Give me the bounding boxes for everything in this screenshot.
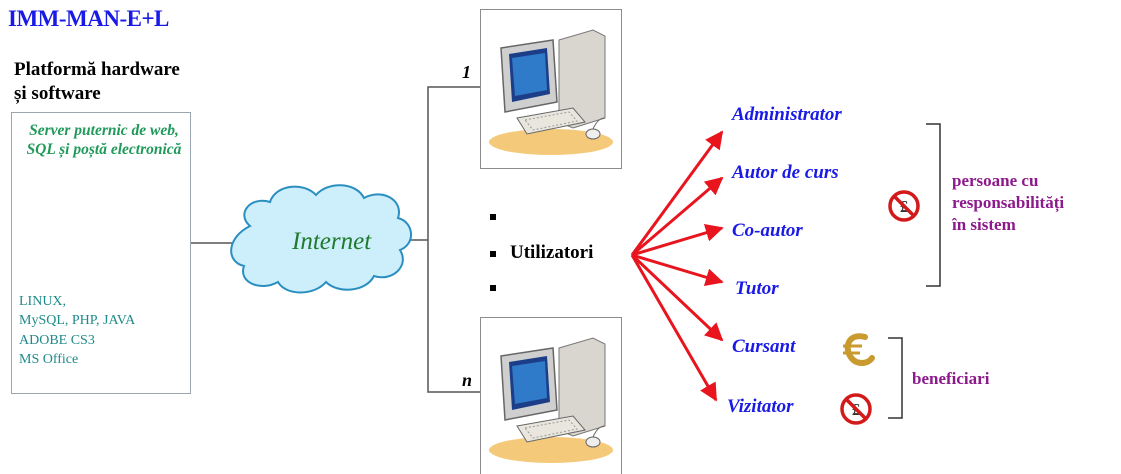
server-panel: Server puternic de web, SQL și poștă ele… (11, 112, 191, 394)
bullet-dot (490, 285, 496, 291)
user-computer-n (480, 317, 622, 474)
arrow-cursant (630, 253, 724, 342)
arrow-administrator (630, 130, 724, 256)
role-autor-de-curs: Autor de curs (732, 162, 839, 183)
group-beneficiaries-label: beneficiari (912, 369, 990, 388)
platform-label-line2: și software (14, 82, 101, 104)
desktop-computer-icon (489, 337, 613, 463)
arrow-tutor (631, 253, 724, 286)
platform-label-line1: Platformă hardware (14, 59, 180, 80)
no-payment-pound-icon: £ (840, 393, 872, 425)
arrow-autor-de-curs (631, 176, 724, 257)
bracket-beneficiaries (888, 337, 903, 419)
group-responsible-line: responsabilități (952, 193, 1065, 213)
users-label: Utilizatori (510, 242, 594, 263)
role-co-autor: Co-autor (732, 220, 803, 241)
software-list: LINUX, MySQL, PHP, JAVA ADOBE CS3 MS Off… (19, 292, 189, 369)
internet-cloud (230, 184, 412, 294)
arrow-vizitator (630, 254, 718, 402)
diagram-title: IMM-MAN-E+L (8, 6, 169, 31)
bullet-dot (490, 214, 496, 220)
user-number-first: 1 (462, 62, 471, 82)
desktop-computer-icon (489, 29, 613, 155)
user-computer-1 (480, 9, 622, 169)
server-description: Server puternic de web, SQL și poștă ele… (26, 122, 182, 159)
role-arrows (630, 130, 724, 402)
internet-label: Internet (292, 228, 372, 255)
software-item: MySQL, PHP, JAVA (19, 313, 136, 329)
software-item: MS Office (19, 351, 79, 367)
arrow-co-autor (631, 224, 724, 257)
group-responsible-line: în sistem (952, 215, 1016, 235)
group-responsible-line: persoane cu (952, 171, 1039, 190)
user-number-last: n (462, 370, 473, 390)
platform-label: Platformă hardware și software (14, 58, 244, 106)
no-payment-pound-icon: £ (888, 190, 920, 222)
euro-coin-icon (843, 333, 875, 366)
software-item: ADOBE CS3 (19, 332, 95, 348)
role-vizitator: Vizitator (727, 396, 794, 417)
group-responsible-label: persoane cu responsabilități în sistem (952, 170, 1117, 236)
role-administrator: Administrator (732, 104, 842, 125)
role-cursant: Cursant (732, 336, 796, 357)
bullet-dot (490, 251, 496, 257)
role-tutor: Tutor (735, 278, 779, 299)
user-branch-line (427, 86, 490, 393)
software-item: LINUX, (19, 294, 67, 309)
bracket-responsible (926, 123, 941, 287)
